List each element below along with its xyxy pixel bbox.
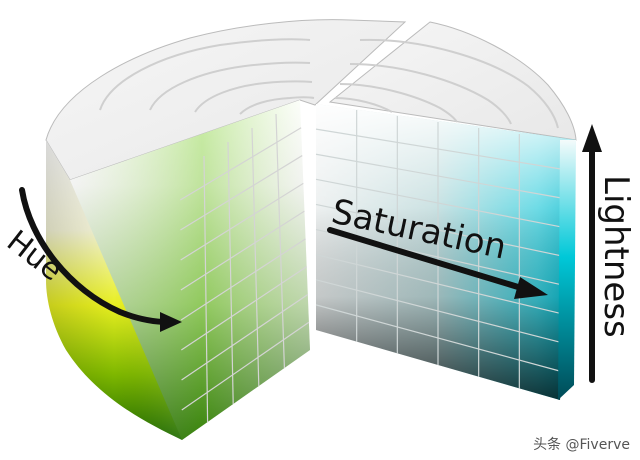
grid-line <box>180 238 306 321</box>
curved-arrow-icon <box>19 187 171 325</box>
front-cut-face <box>70 100 310 440</box>
grid-line <box>179 127 302 201</box>
watermark-text: 头条 @Fiverve <box>533 437 630 453</box>
lightness-label: Lightness <box>596 175 636 338</box>
grid-line <box>315 128 561 170</box>
grid-line <box>180 210 305 291</box>
grid-line <box>315 178 561 228</box>
up-arrow-head <box>582 124 602 152</box>
right-cut-face <box>315 104 576 400</box>
grid-line <box>315 304 561 372</box>
grid-line <box>181 293 309 381</box>
grid-line <box>181 321 310 411</box>
grid-line <box>315 203 561 257</box>
grid-line <box>181 266 307 351</box>
grid-line <box>315 279 561 343</box>
grid-line <box>315 153 561 199</box>
grid-line <box>251 127 260 387</box>
curved-arrow-head <box>160 312 182 332</box>
grid-line <box>180 155 303 231</box>
right-arrow-icon <box>327 227 531 293</box>
grid-line <box>203 155 209 423</box>
right-arrow-head <box>514 277 548 299</box>
grid-line <box>315 254 561 314</box>
grid-line <box>180 182 304 261</box>
top-face <box>45 19 577 181</box>
grid-line <box>275 113 285 369</box>
grid-line <box>227 141 234 405</box>
right-curved-rim <box>558 140 576 400</box>
